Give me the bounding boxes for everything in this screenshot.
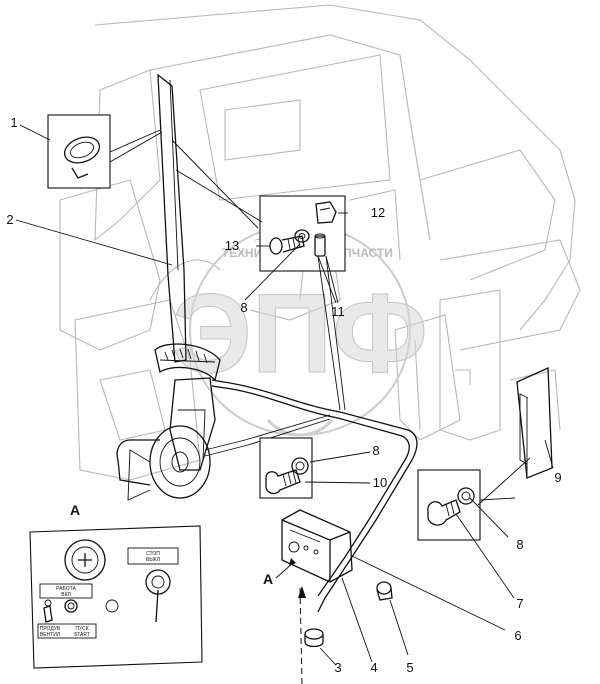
callout-5: 5 (406, 660, 413, 675)
callout-9: 9 (554, 470, 561, 485)
callout-2: 2 (6, 212, 13, 227)
callout-a-view: A (263, 571, 273, 587)
callout-a-panel: A (70, 502, 80, 518)
watermark-logo: ЭПФ (172, 271, 428, 396)
detail-clamp (47, 114, 111, 189)
panel-label-top2: ВЫКЛ (146, 557, 160, 563)
callout-13: 13 (225, 238, 239, 253)
control-box (281, 509, 353, 583)
panel-label-right: ПУСК (75, 626, 88, 632)
sensor-rod (157, 73, 187, 363)
bracket-9 (516, 367, 553, 479)
panel-label-top: СТОП (146, 551, 160, 557)
hose-coupling (116, 425, 211, 501)
cable (204, 379, 418, 613)
detail-fasteners-top (259, 195, 346, 272)
watermark: ЭПФ ТЕХНИКА ЗАПЧАСТИ (172, 224, 428, 455)
panel-a: СТОП ВЫКЛ РАБОТА ВКЛ ПРОДУВ ВЕНТИЛ ПУСК … (29, 525, 203, 669)
detail-bolt-middle (259, 437, 313, 499)
assembly-axis (298, 586, 306, 684)
leader-lines (15, 124, 554, 666)
callout-12: 12 (371, 205, 385, 220)
rod-bracket (154, 343, 221, 471)
part-cap-5 (376, 581, 393, 601)
callout-8-middle: 8 (372, 443, 379, 458)
callout-4: 4 (370, 660, 377, 675)
panel-label-mid2: ВКЛ (61, 592, 71, 598)
panel-label-left: ПРОДУВ (40, 626, 61, 632)
panel-label-right2: START (74, 632, 90, 638)
callout-10: 10 (373, 475, 387, 490)
callout-3: 3 (334, 660, 341, 675)
callouts: 1 2 3 4 5 6 7 8 8 8 9 10 11 12 13 A A (6, 115, 561, 675)
callout-11: 11 (331, 304, 345, 319)
callout-1: 1 (10, 115, 17, 130)
callout-8-right: 8 (516, 537, 523, 552)
panel-label-left2: ВЕНТИЛ (40, 632, 60, 638)
panel-label-mid: РАБОТА (56, 586, 76, 592)
callout-8-top: 8 (240, 300, 247, 315)
part-knob-3 (304, 628, 324, 648)
callout-7: 7 (516, 596, 523, 611)
detail-bolt-right (417, 469, 481, 541)
callout-6: 6 (514, 628, 521, 643)
